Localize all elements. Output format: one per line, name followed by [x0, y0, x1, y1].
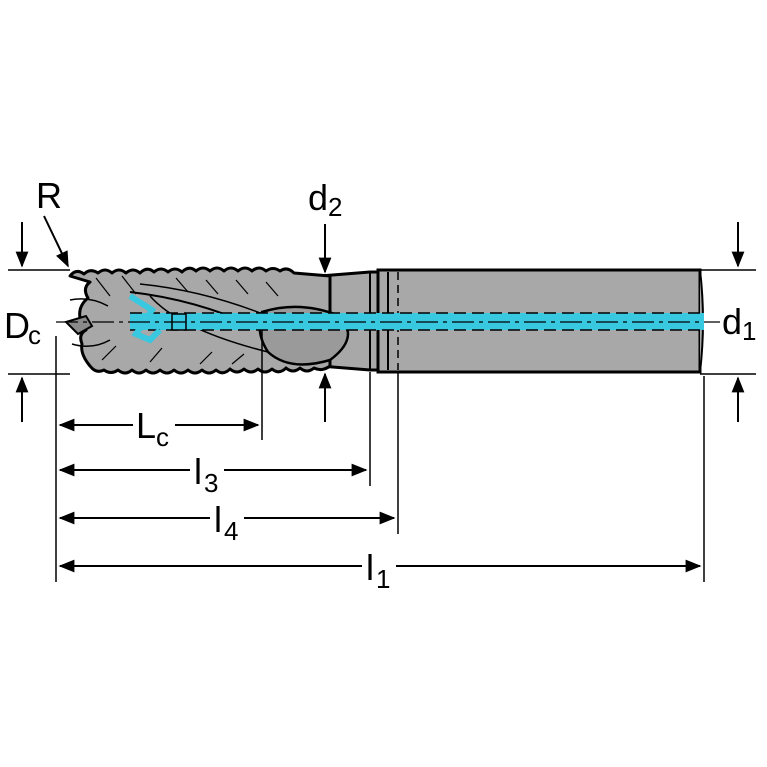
- svg-text:D: D: [4, 305, 30, 346]
- svg-text:c: c: [156, 422, 169, 452]
- svg-text:L: L: [136, 405, 156, 446]
- l4-label: l 4: [214, 499, 238, 546]
- svg-text:l: l: [214, 499, 222, 540]
- svg-text:1: 1: [376, 564, 390, 594]
- svg-text:l: l: [366, 547, 374, 588]
- l3-label: l 3: [194, 451, 218, 498]
- extension-lines: [8, 269, 756, 582]
- svg-text:4: 4: [224, 516, 238, 546]
- dc-label: D c: [4, 305, 41, 350]
- svg-text:d: d: [722, 301, 742, 342]
- svg-text:c: c: [28, 320, 41, 350]
- svg-text:l: l: [194, 451, 202, 492]
- svg-text:3: 3: [204, 468, 218, 498]
- lc-label: L c: [136, 405, 169, 452]
- radius-label: R: [36, 175, 62, 216]
- d1-label: d 1: [722, 301, 756, 346]
- d2-label: d 2: [308, 177, 342, 222]
- svg-text:d: d: [308, 177, 328, 218]
- l1-label: l 1: [366, 547, 390, 594]
- svg-text:1: 1: [742, 316, 756, 346]
- svg-text:2: 2: [328, 192, 342, 222]
